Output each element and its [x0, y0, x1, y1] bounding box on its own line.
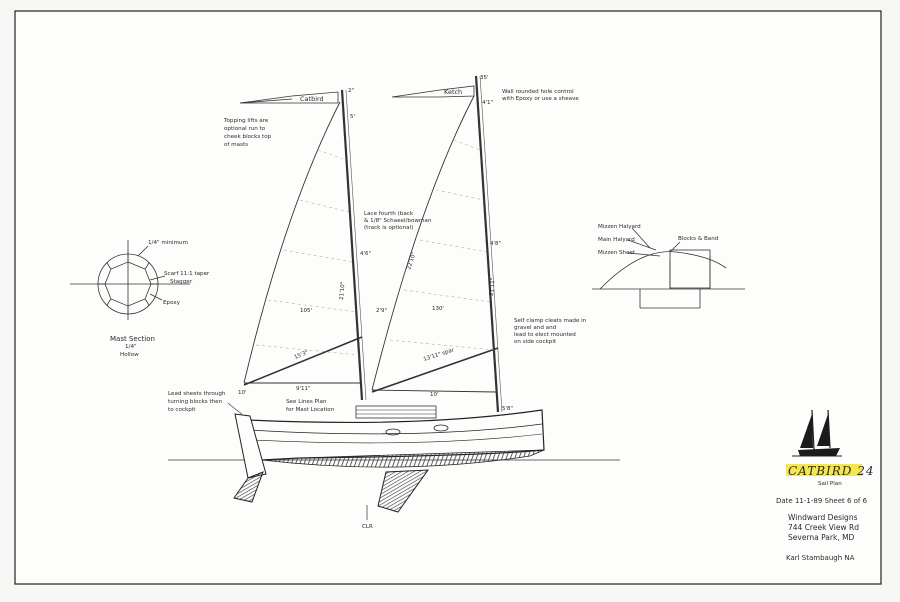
svg-text:4'6": 4'6" [360, 251, 371, 257]
svg-text:21'10": 21'10" [339, 282, 347, 301]
svg-text:(track is optional): (track is optional) [364, 225, 413, 231]
svg-text:5': 5' [350, 114, 355, 120]
svg-text:130': 130' [432, 306, 444, 312]
blocks-band-label: Blocks & Band [678, 236, 719, 242]
callout-scarf: Scarf 11:1 taper [164, 271, 210, 277]
pennant-catbird: Catbird [239, 91, 339, 104]
svg-text:cheek blocks top: cheek blocks top [224, 134, 272, 140]
svg-text:of masts: of masts [224, 142, 248, 148]
svg-text:Self clamp cleats made in: Self clamp cleats made in [514, 318, 587, 324]
title-highlight [786, 464, 862, 476]
fore-sail [243, 101, 363, 386]
sheet-title: Sail Plan [818, 481, 842, 487]
svg-text:optional run to: optional run to [224, 126, 266, 132]
svg-text:21'11": 21'11" [489, 278, 497, 297]
rigging-detail [592, 227, 745, 309]
wall-rounded-note: Wall rounded hole control with Epoxy or … [502, 89, 579, 102]
mast-section-sub-1: 1/4" [125, 344, 137, 350]
mizzen-sheet-label: Mizzen Sheet [598, 250, 636, 256]
svg-text:22'10": 22'10" [406, 252, 417, 271]
hull [168, 405, 620, 520]
pennant-ketch: Ketch [391, 85, 475, 98]
callout-quarter-min: 1/4" minimum [148, 240, 188, 246]
svg-text:5'8": 5'8" [502, 406, 513, 412]
designer-name: Karl Stambaugh NA [786, 554, 855, 562]
svg-text:Ketch: Ketch [444, 88, 462, 96]
company-name: Windward Designs [788, 513, 858, 522]
svg-text:9'11": 9'11" [296, 386, 311, 392]
aft-mast [474, 75, 503, 413]
svg-text:Lace fourth (back: Lace fourth (back [364, 211, 414, 217]
svg-text:Wall rounded hole control: Wall rounded hole control [502, 89, 574, 95]
svg-text:See Lines Plan: See Lines Plan [286, 399, 327, 405]
topping-lift-note: Topping lifts are optional run to cheek … [223, 118, 272, 148]
self-clamp-note: Self clamp cleats made in gravel and and… [514, 318, 587, 345]
svg-text:2'9": 2'9" [376, 308, 387, 314]
mast-section-detail [70, 240, 190, 320]
title-block-logo [792, 409, 842, 457]
callout-stagger: Stagger [170, 279, 193, 285]
svg-text:Lead sheets through: Lead sheets through [168, 391, 226, 397]
lead-sheets-note: Lead sheets through turning blocks then … [168, 391, 226, 413]
svg-text:4'1": 4'1" [482, 100, 493, 106]
mast-section-sub-2: Hollow [120, 352, 139, 358]
svg-text:35': 35' [480, 75, 489, 81]
svg-text:105': 105' [300, 308, 312, 314]
svg-text:gravel and and: gravel and and [514, 325, 557, 331]
mast-section-title: Mast Section [110, 335, 155, 343]
svg-text:turning blocks then: turning blocks then [168, 399, 223, 405]
clr-label: CLR [362, 524, 373, 530]
mizzen-halyard-label: Mizzen Halyard [598, 224, 641, 230]
drawing-border [14, 10, 882, 585]
svg-text:& 1/8" Schaeel/bowman: & 1/8" Schaeel/bowman [364, 218, 432, 224]
company-address-2: Severna Park, MD [788, 533, 855, 542]
svg-text:to cockpit: to cockpit [168, 407, 196, 413]
svg-text:15'3": 15'3" [294, 350, 310, 361]
svg-text:Catbird: Catbird [300, 95, 324, 103]
svg-text:10': 10' [238, 390, 247, 396]
see-lines-plan-note: See Lines Plan for Mast Location [286, 399, 335, 413]
svg-text:4'8": 4'8" [490, 241, 501, 247]
aft-sail [371, 95, 499, 393]
callout-epoxy: Epoxy [163, 300, 181, 306]
svg-text:2": 2" [348, 88, 354, 94]
fore-mast [340, 89, 367, 401]
main-halyard-label: Main Halyard [598, 237, 635, 243]
boat-name-title: CATBIRD 24 [788, 464, 875, 478]
svg-text:lead to elect mounted: lead to elect mounted [514, 332, 576, 338]
svg-text:10': 10' [430, 392, 439, 398]
company-address-1: 744 Creek View Rd [788, 523, 859, 532]
svg-text:Topping lifts are: Topping lifts are [223, 118, 269, 124]
svg-text:with Epoxy or use a sheave: with Epoxy or use a sheave [502, 96, 579, 102]
svg-text:on side cockpit: on side cockpit [514, 339, 557, 345]
fourth-point-note: Lace fourth (back & 1/8" Schaeel/bowman … [364, 211, 432, 231]
date-sheet: Date 11-1-89 Sheet 6 of 6 [776, 497, 868, 505]
svg-text:for Mast Location: for Mast Location [286, 407, 335, 413]
